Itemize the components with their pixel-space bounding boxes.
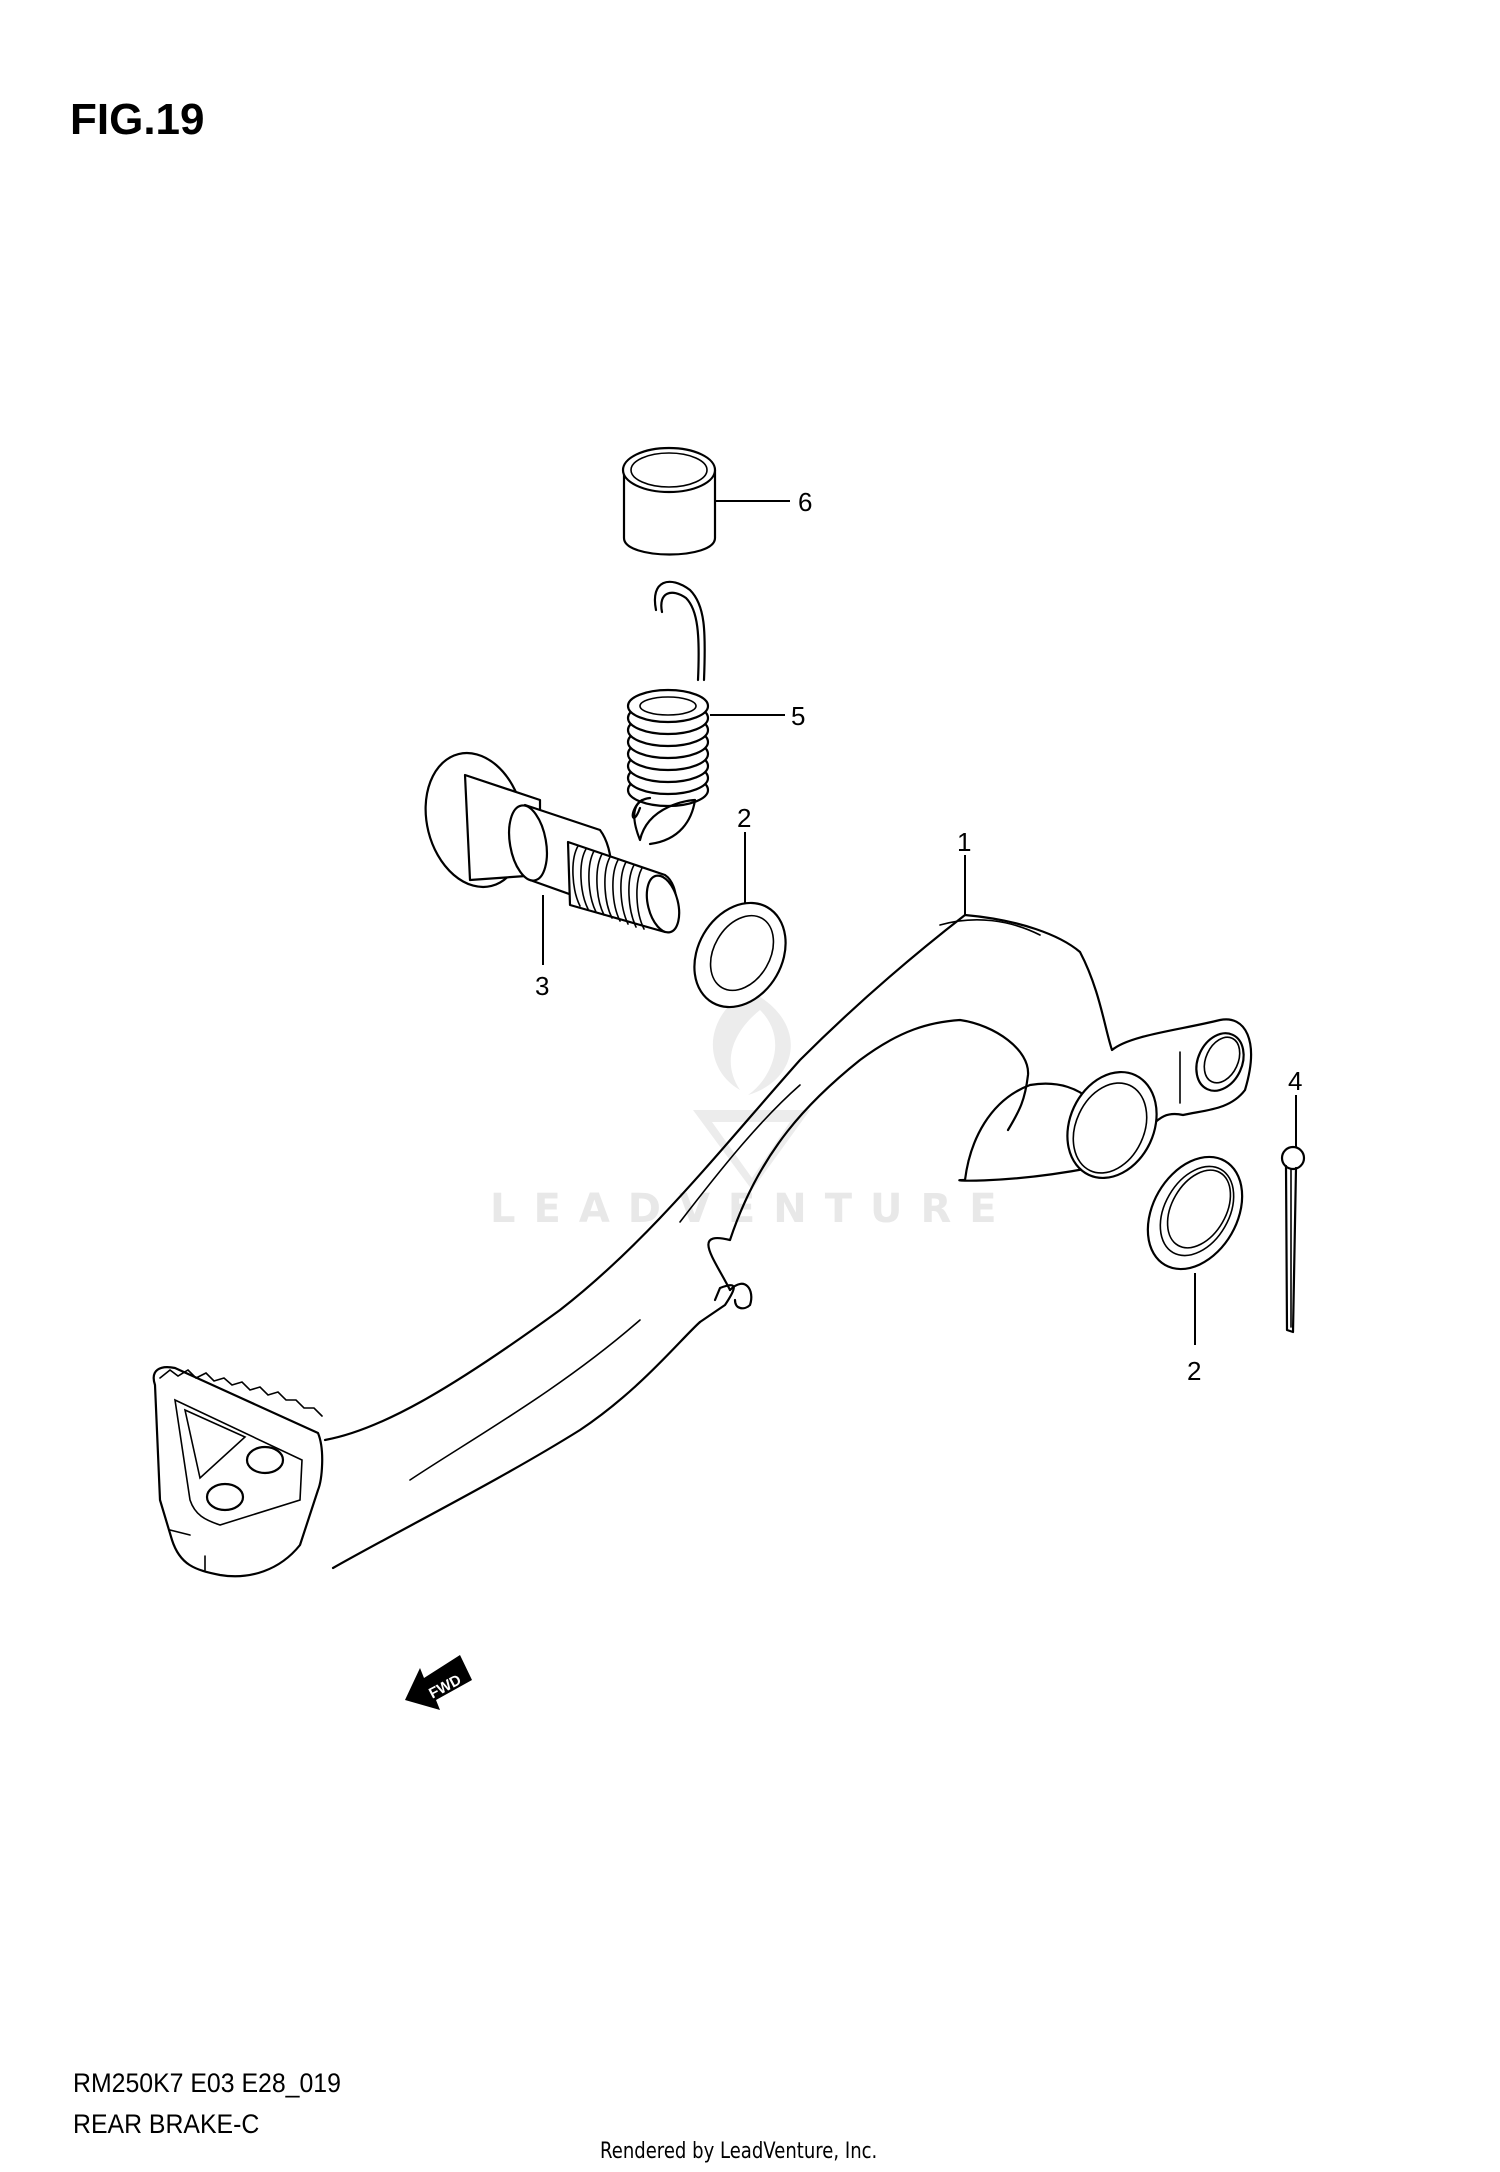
callout-4[interactable]: 4 — [1288, 1066, 1302, 1096]
callout-2-lower[interactable]: 2 — [1187, 1356, 1201, 1386]
part-rear-brake-pedal[interactable] — [152, 913, 1253, 1578]
callout-3[interactable]: 3 — [535, 971, 549, 1001]
leadventure-watermark: LEADVENTURE — [490, 990, 1015, 1232]
part-washer-lower[interactable] — [1129, 1140, 1262, 1286]
callout-2-upper[interactable]: 2 — [737, 803, 751, 833]
part-return-spring[interactable] — [626, 580, 710, 846]
figure-title: FIG.19 — [70, 95, 205, 144]
leadventure-logo-icon — [693, 990, 810, 1190]
watermark-text: LEADVENTURE — [490, 1186, 1015, 1232]
fwd-arrow-icon: FWD — [405, 1655, 472, 1710]
callout-1[interactable]: 1 — [957, 827, 971, 857]
part-sleeve[interactable] — [621, 446, 717, 556]
part-pivot-bolt[interactable] — [412, 742, 685, 935]
part-washer-upper[interactable] — [676, 886, 804, 1023]
callout-5[interactable]: 5 — [791, 701, 805, 731]
part-cotter-pin[interactable] — [1280, 1145, 1306, 1334]
callout-6[interactable]: 6 — [798, 487, 812, 517]
section-name: REAR BRAKE-C — [73, 2109, 260, 2139]
render-credit: Rendered by LeadVenture, Inc. — [600, 2139, 878, 2164]
model-code: RM250K7 E03 E28_019 — [73, 2068, 341, 2098]
